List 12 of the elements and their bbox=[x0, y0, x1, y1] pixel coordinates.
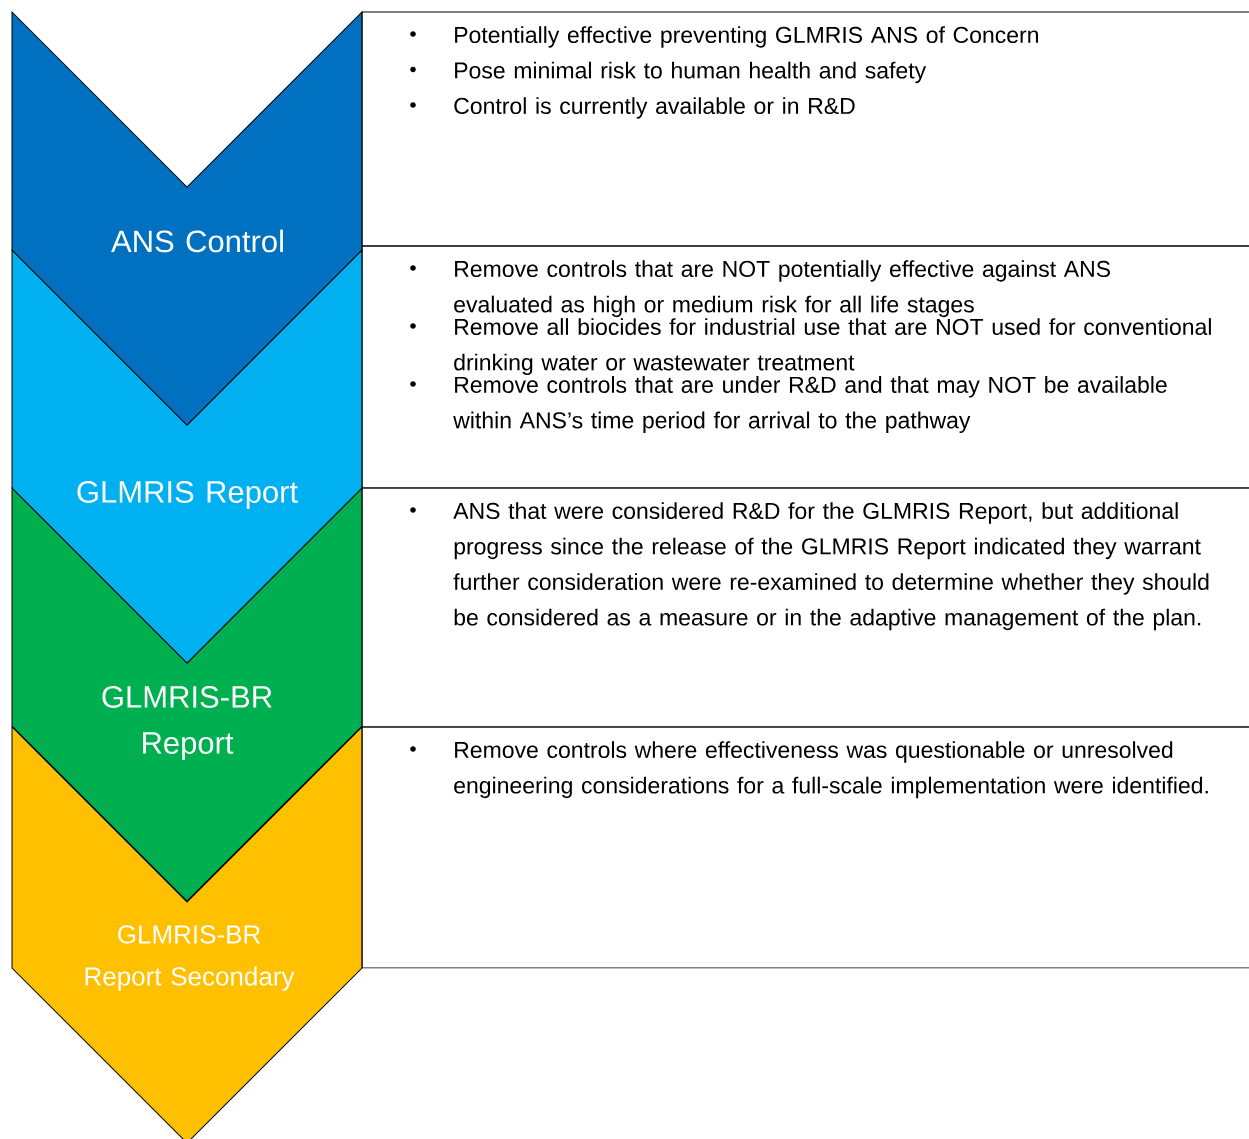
bullet-text: Remove controls where effectiveness was questionable or unresolved engineering considerations for a full-scale implementation were identified. bbox=[454, 741, 1208, 799]
bullet-text: Remove all biocides for industrial use that are NOT used for conventional drinking water or wastewater treatment bbox=[454, 318, 1211, 376]
text-panel bbox=[361, 245, 1249, 489]
bullet-text: Potentially effective preventing GLMRIS ANS of Concern bbox=[455, 26, 1038, 48]
text-panel bbox=[361, 11, 1249, 247]
bullet-text: Remove controls that are under R&D and that may NOT be available within ANS’s time period for arrival to the pathway bbox=[453, 376, 1167, 433]
bullet-text: ANS that were considered R&D for the GLMRIS Report, but additional progress since the release of the GLMRIS Report indicated they warrant further consideration were re-examined to determine whether they should be considered as a measure or in the adaptive management of the plan. bbox=[453, 502, 1209, 631]
text-panel bbox=[361, 726, 1249, 969]
bullet-text: Remove controls that are NOT potentially effective against ANS evaluated as high or medium risk for all life stages bbox=[454, 260, 1110, 318]
bullet-text: Pose minimal risk to human health and safety bbox=[455, 61, 927, 84]
text-panel bbox=[361, 487, 1249, 728]
bullet-text: Control is currently available or in R&D bbox=[454, 97, 855, 119]
